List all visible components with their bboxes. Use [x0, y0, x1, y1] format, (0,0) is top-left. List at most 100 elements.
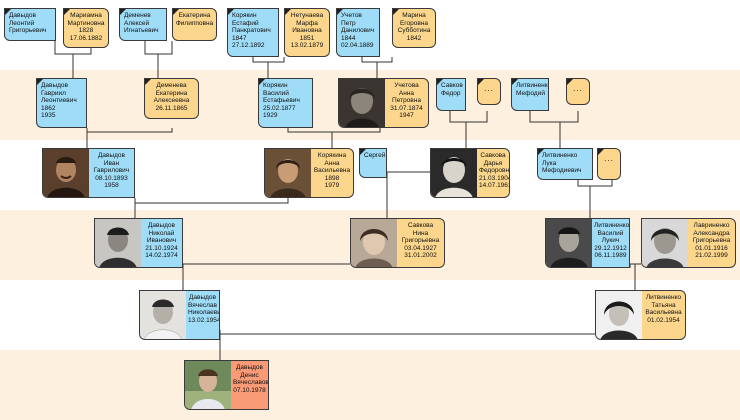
person-info-line: Давыдов: [235, 364, 263, 371]
person-card[interactable]: ...: [597, 148, 621, 180]
person-card[interactable]: Деменев Алексей Игнатьевич: [119, 8, 167, 41]
person-info-line: 1958: [104, 182, 119, 190]
person-info-line: Естафьевич: [263, 97, 300, 105]
person-card[interactable]: Савкова Нина Григорьевна 03.04.1927 31.0…: [350, 218, 445, 268]
person-info-line: 26.11.1865: [155, 104, 188, 112]
person-card[interactable]: Лавриненко Александра Григорьевна 01.01.…: [641, 218, 736, 268]
person-card[interactable]: Савков Федор: [436, 78, 466, 111]
person-card[interactable]: ...: [566, 78, 590, 105]
person-info-line: 13.02.1879: [290, 42, 324, 50]
person-info-line: Васильевна: [313, 167, 351, 175]
person-info: Корякина Анна Васильевна 1898 1979: [313, 152, 351, 190]
person-info-line: Учетова: [394, 82, 419, 89]
person-card[interactable]: Литвиненко Лука Мефодиевич: [537, 148, 593, 180]
person-info-line: 31.01.2002: [404, 252, 437, 260]
person-card[interactable]: Литвиненко Мефодий: [511, 78, 549, 111]
person-info-line: 1847: [232, 34, 247, 42]
person-info: ...: [598, 155, 620, 163]
person-info-line: Егоровна: [399, 19, 429, 27]
person-info-line: Екатерина: [155, 89, 188, 97]
person-card[interactable]: ...: [477, 78, 501, 105]
person-card[interactable]: Савкова Дарья Федоровна 21.03.1904 14.07…: [430, 148, 510, 198]
person-info-line: Данилович: [341, 27, 375, 35]
person-card[interactable]: Давыдов Иван Гаврилович 08.10.1893 1958: [42, 148, 135, 198]
person-info-line: 08.10.1893: [95, 174, 128, 182]
person-info-line: Деменев: [124, 12, 151, 19]
person-info-line: Федоровна: [479, 167, 510, 175]
person-info-line: ...: [604, 154, 614, 163]
person-card[interactable]: Давыдов Вячеслав Николаевич 13.02.1954: [139, 290, 220, 340]
person-info-line: Вячеслав: [188, 301, 217, 309]
person-info-line: 1929: [263, 112, 278, 120]
person-info-line: Савкова: [480, 152, 506, 159]
person-card[interactable]: Марина Егоровна Субботина 1842: [392, 8, 436, 48]
person-info: Давыдов Денис Вячеславович 07.10.1978: [233, 364, 268, 394]
person-info: Давыдов Гавриил Леонтиевич 1862 1935: [37, 82, 86, 120]
person-card-self[interactable]: Давыдов Денис Вячеславович 07.10.1978: [184, 360, 269, 410]
person-info-line: Литвиненко: [594, 222, 630, 229]
person-info-line: Мариамна: [70, 12, 102, 19]
person-info-line: Леонтий: [9, 19, 35, 27]
person-card[interactable]: Давыдов Николай Иванович 21.10.1924 14.0…: [94, 218, 183, 268]
person-info-line: Петр: [341, 19, 356, 27]
person-card[interactable]: Деменева Екатерина Алексеевна 26.11.1865: [144, 78, 199, 119]
person-card[interactable]: Сергей: [359, 148, 387, 178]
person-info-line: 13.02.1954: [188, 316, 220, 324]
portrait-photo: [265, 149, 311, 197]
corner-marker: [393, 9, 399, 15]
person-info-line: Литвиненко: [645, 294, 682, 301]
person-info-line: Гавриил: [41, 89, 66, 97]
person-info-line: Лавриненко: [693, 222, 730, 229]
person-card[interactable]: Мариамна Мартиновна 1828 17.06.1882: [63, 8, 109, 48]
person-info-line: 1979: [324, 182, 340, 190]
person-card[interactable]: Корякина Анна Васильевна 1898 1979: [264, 148, 354, 198]
person-info: Корякин Естафий Панкратович 1847 27.12.1…: [228, 12, 278, 50]
corner-marker: [173, 9, 179, 15]
person-info: ...: [478, 85, 500, 93]
person-info-line: 1842: [406, 34, 422, 42]
person-info-line: Василий: [263, 89, 289, 97]
person-info-line: Естафий: [232, 19, 259, 27]
person-info-line: Григорьевна: [401, 237, 440, 245]
person-card[interactable]: Давыдов Гавриил Леонтиевич 1862 1935: [36, 78, 87, 128]
portrait-photo: [339, 79, 385, 127]
connector-line: [252, 57, 285, 63]
person-info-line: 06.11.1989: [594, 252, 627, 260]
person-info-line: ...: [484, 84, 494, 93]
person-info: Учетов Петр Данилович 1844 02.04.1889: [337, 12, 379, 50]
person-card[interactable]: Екатерина Филипповна: [172, 8, 217, 41]
person-info-line: 21.02.1999: [695, 252, 728, 260]
person-info-line: Давыдов: [147, 222, 175, 229]
person-card[interactable]: Давыдов Леонтий Григорьевич: [4, 8, 56, 41]
person-card[interactable]: Корякин Василий Естафьевич 25.02.1877 19…: [258, 78, 313, 128]
person-card[interactable]: Корякин Естафий Панкратович 1847 27.12.1…: [227, 8, 279, 57]
person-info-line: Филипповна: [175, 19, 214, 27]
person-info-line: 25.02.1877: [263, 104, 296, 112]
person-info-line: Нина: [412, 229, 429, 237]
person-card[interactable]: Нетунаева Марфа Ивановна 1851 13.02.1879: [284, 8, 330, 57]
person-info-line: 1947: [399, 112, 414, 120]
person-info-line: 21.03.1904: [479, 174, 510, 182]
person-info-line: 07.10.1978: [233, 386, 266, 394]
person-info: Учетова Анна Петровна 31.07.1874 1947: [387, 82, 426, 120]
person-card[interactable]: Учетова Анна Петровна 31.07.1874 1947: [338, 78, 429, 128]
person-info-line: Игнатьевич: [124, 27, 159, 35]
person-info: Литвиненко Василий Лукич 29.12.1912 06.1…: [594, 222, 630, 260]
person-info-line: 14.02.1974: [145, 252, 178, 260]
corner-marker: [145, 79, 151, 85]
person-info-line: Мефодиевич: [542, 167, 582, 175]
person-info-line: Деменева: [156, 82, 187, 89]
person-info: Давыдов Иван Гаврилович 08.10.1893 1958: [91, 152, 132, 190]
person-card[interactable]: Литвиненко Василий Лукич 29.12.1912 06.1…: [545, 218, 630, 268]
portrait-photo: [546, 219, 592, 267]
person-info: Марина Егоровна Субботина 1842: [393, 12, 435, 42]
portrait-photo: [140, 291, 186, 339]
person-info-line: 1862: [41, 104, 56, 112]
corner-marker: [538, 149, 544, 155]
person-info-line: 1851: [299, 34, 315, 42]
person-card[interactable]: Учетов Петр Данилович 1844 02.04.1889: [336, 8, 380, 57]
person-info-line: Давыдов: [97, 152, 125, 159]
person-info-line: Давыдов: [41, 82, 69, 89]
portrait-photo: [43, 149, 89, 197]
person-card[interactable]: Литвиненко Татьяна Васильевна 01.02.1954: [595, 290, 686, 340]
